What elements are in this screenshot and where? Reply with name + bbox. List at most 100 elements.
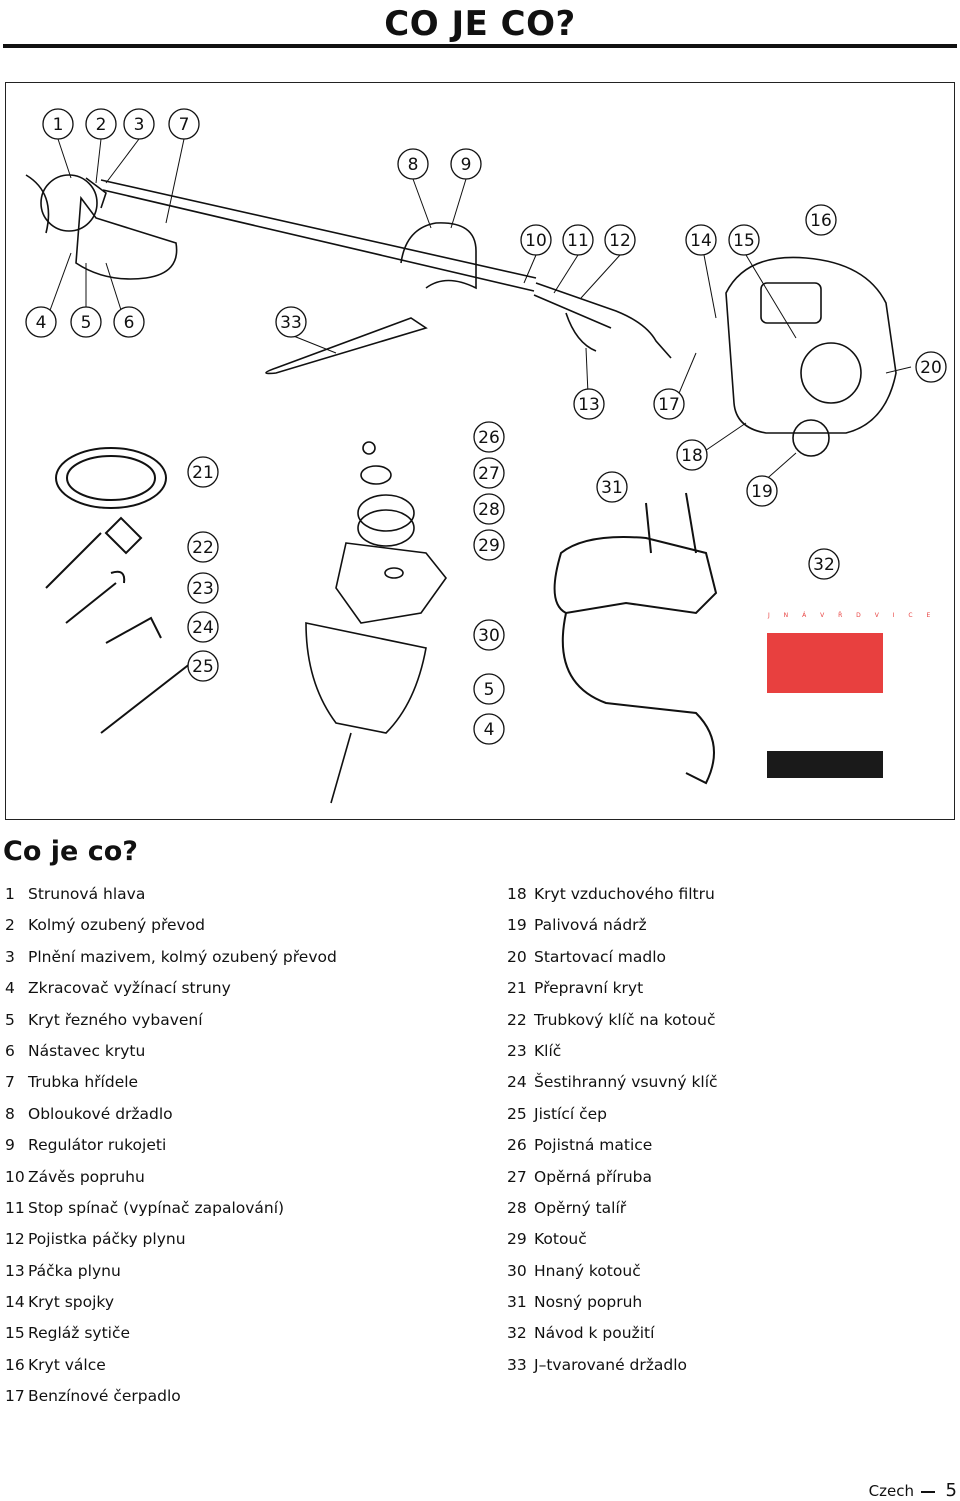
part-number: 1	[5, 885, 15, 903]
callout-label: 16	[810, 211, 832, 231]
part-number: 3	[5, 947, 15, 966]
part-row: 26 Pojistná matice	[507, 1133, 718, 1164]
footer-dash	[920, 1490, 935, 1493]
callout-label: 4	[36, 313, 47, 333]
part-row: 18 Kryt vzduchového filtru	[507, 882, 718, 913]
part-name: Trubkový klíč na kotouč	[534, 1010, 716, 1029]
part-name: Hnaný kotouč	[534, 1261, 641, 1280]
footer-language: Czech	[868, 1482, 914, 1500]
shaft-tube	[100, 179, 537, 292]
part-number: 26	[507, 1136, 527, 1155]
page-title: CO JE CO?	[384, 4, 576, 44]
callout-label: 13	[578, 395, 600, 415]
part-number: 2	[5, 916, 15, 935]
part-name: Nástavec krytu	[28, 1041, 146, 1060]
part-number: 15	[5, 1324, 25, 1343]
part-number: 22	[507, 1010, 527, 1029]
callout-label: 22	[192, 538, 214, 558]
part-name: Pojistná matice	[534, 1136, 653, 1155]
callout-label: 11	[567, 231, 589, 251]
part-name: Opěrná příruba	[534, 1167, 652, 1186]
part-number: 23	[507, 1041, 527, 1060]
part-number: 11	[5, 1198, 25, 1217]
harness	[553, 492, 718, 785]
part-row: 28 Opěrný talíř	[507, 1196, 718, 1227]
part-number: 14	[5, 1293, 25, 1312]
callout-label: 9	[461, 155, 472, 175]
callout-label: 21	[192, 463, 214, 483]
callout-label: 20	[920, 358, 942, 378]
part-row: 22 Trubkový klíč na kotouč	[507, 1008, 718, 1039]
part-name: Zkracovač vyžínací struny	[28, 979, 231, 998]
part-row: 31 Nosný popruh	[507, 1290, 718, 1321]
part-number: 6	[5, 1041, 15, 1060]
trimmer-drawing	[25, 174, 897, 457]
part-number: 28	[507, 1198, 527, 1217]
part-name: Návod k použití	[534, 1324, 655, 1343]
blade	[335, 542, 448, 624]
transport-guard	[55, 447, 167, 509]
part-number: 25	[507, 1104, 527, 1123]
callout-label: 27	[478, 464, 500, 484]
tube-wrench	[45, 516, 143, 589]
callout-label: 18	[681, 446, 703, 466]
part-name: Páčka plynu	[28, 1261, 121, 1280]
part-name: Palivová nádrž	[534, 916, 647, 935]
part-number: 30	[507, 1261, 527, 1280]
manual-cover-text: J N Á V Ř D V I C E	[767, 611, 936, 619]
part-number: 13	[5, 1261, 25, 1280]
page-number: 5	[945, 1480, 957, 1501]
callout-label: 4	[484, 720, 495, 740]
part-number: 32	[507, 1324, 527, 1343]
part-row: 30 Hnaný kotouč	[507, 1259, 718, 1290]
part-name: Nosný popruh	[534, 1293, 643, 1312]
tools-group	[45, 516, 192, 734]
part-row: 32 Návod k použití	[507, 1321, 718, 1352]
part-row: 23 Klíč	[507, 1039, 718, 1070]
part-name: Kryt válce	[28, 1355, 106, 1374]
part-name: J–tvarované držadlo	[534, 1355, 688, 1374]
locking-pin	[100, 662, 192, 734]
part-name: Opěrný talíř	[534, 1198, 627, 1217]
part-number: 20	[507, 947, 527, 966]
callout-label: 19	[751, 482, 773, 502]
part-name: Kryt vzduchového filtru	[534, 885, 715, 903]
trimmer-head	[40, 174, 98, 232]
part-name: Kolmý ozubený převod	[28, 916, 206, 935]
callout-label: 8	[408, 155, 419, 175]
callout-label: 5	[484, 680, 495, 700]
manual-black-band	[767, 751, 883, 778]
part-number: 19	[507, 916, 527, 935]
part-number: 7	[5, 1073, 15, 1092]
part-name: Závěs popruhu	[28, 1167, 145, 1186]
title-rule	[3, 44, 957, 48]
callout-label: 32	[813, 555, 835, 575]
parts-list-right: 18 Kryt vzduchového filtru 19 Palivová nád…	[507, 882, 718, 1384]
guard	[305, 622, 427, 734]
starter	[800, 342, 862, 404]
callout-label: 24	[192, 618, 214, 638]
callout-label: 2	[96, 115, 107, 135]
part-number: 16	[5, 1355, 25, 1374]
part-name: Klíč	[534, 1041, 562, 1060]
part-number: 27	[507, 1167, 527, 1186]
part-number: 18	[507, 885, 527, 903]
parts-figure-frame: J N Á V Ř D V I C E	[5, 82, 955, 820]
part-number: 31	[507, 1293, 527, 1312]
callout-label: 6	[124, 313, 135, 333]
callout-label: 31	[601, 478, 623, 498]
